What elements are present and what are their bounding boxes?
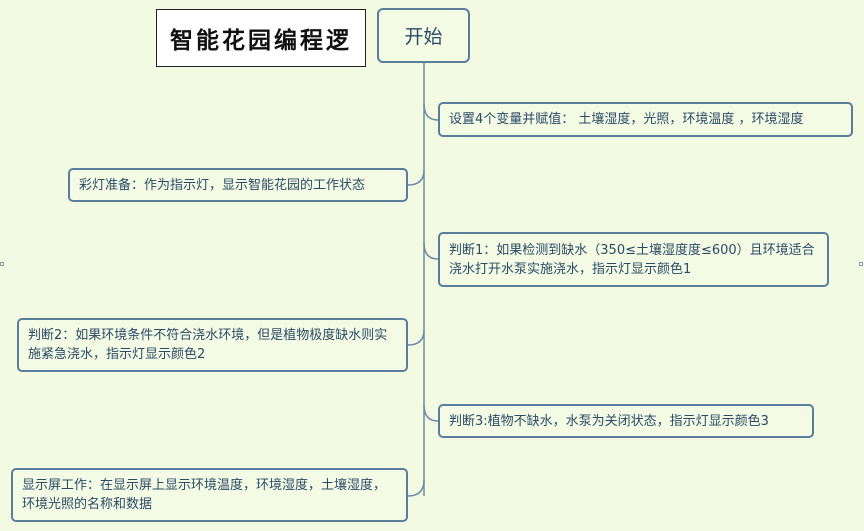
- connector-judge-3: [423, 404, 439, 422]
- node-led-prepare-text: 彩灯准备：作为指示灯，显示智能花园的工作状态: [79, 177, 366, 193]
- left-edge-handle[interactable]: [0, 262, 4, 266]
- node-display-work-text: 显示屏工作：在显示屏上显示环境温度，环境湿度，土壤湿度，环境光照的名称和数据: [22, 478, 387, 512]
- node-judge-1[interactable]: 判断1：如果检测到缺水（350≤土壤湿度度≤600）且环境适合浇水打开水泵实施浇…: [438, 232, 829, 287]
- node-set-variables-text: 设置4个变量并赋值： 土壤湿度，光照，环境温度 ，环境湿度: [449, 112, 804, 127]
- connector-display-work: [407, 479, 425, 497]
- connector-led-prepare: [407, 169, 425, 186]
- connector-set-variables: [423, 103, 439, 121]
- connector-judge-2: [407, 329, 425, 346]
- node-display-work[interactable]: 显示屏工作：在显示屏上显示环境温度，环境湿度，土壤湿度，环境光照的名称和数据: [11, 468, 408, 522]
- node-set-variables[interactable]: 设置4个变量并赋值： 土壤湿度，光照，环境温度 ，环境湿度: [438, 102, 853, 137]
- right-edge-handle[interactable]: [859, 262, 863, 266]
- node-judge-2[interactable]: 判断2：如果环境条件不符合浇水环境，但是植物极度缺水则实施紧急浇水，指示灯显示颜…: [17, 318, 408, 372]
- diagram-title: 智能花园编程逻: [156, 9, 366, 67]
- node-judge-3-text: 判断3:植物不缺水，水泵为关闭状态，指示灯显示颜色3: [449, 413, 769, 429]
- node-judge-2-text: 判断2：如果环境条件不符合浇水环境，但是植物极度缺水则实施紧急浇水，指示灯显示颜…: [28, 328, 388, 362]
- node-judge-3[interactable]: 判断3:植物不缺水，水泵为关闭状态，指示灯显示颜色3: [438, 404, 814, 438]
- connector-judge-1: [423, 242, 439, 260]
- node-led-prepare[interactable]: 彩灯准备：作为指示灯，显示智能花园的工作状态: [68, 168, 408, 202]
- root-node-start[interactable]: 开始: [377, 8, 470, 63]
- node-judge-1-text: 判断1：如果检测到缺水（350≤土壤湿度度≤600）且环境适合浇水打开水泵实施浇…: [449, 242, 815, 277]
